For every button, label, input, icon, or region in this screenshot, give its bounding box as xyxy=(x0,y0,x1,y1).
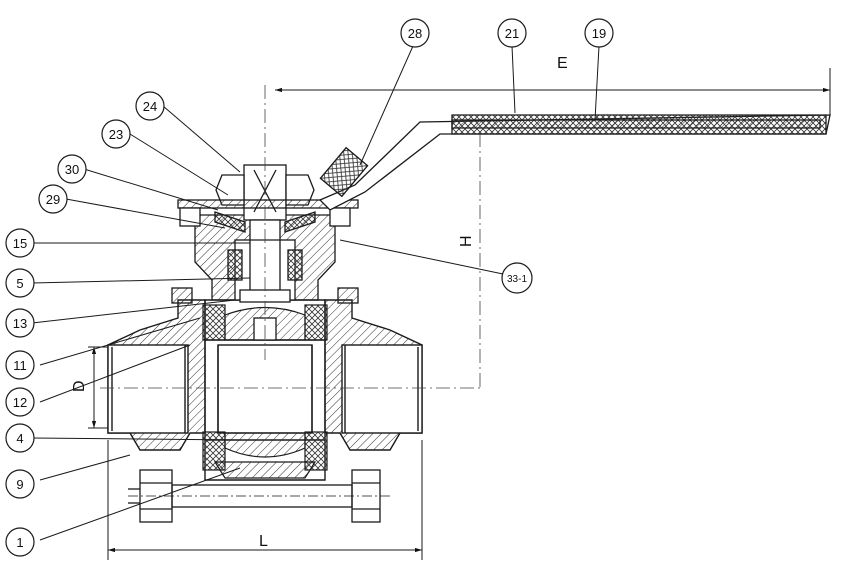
callout-28: 28 xyxy=(408,26,422,41)
dimension-lines xyxy=(88,68,831,560)
dimension-labels: E H D L xyxy=(71,55,568,550)
callout-15-circle xyxy=(5,228,35,258)
callout-9: 9 xyxy=(16,477,23,492)
callout-13: 13 xyxy=(13,316,27,331)
handle-lever xyxy=(318,114,831,211)
callout-balloons xyxy=(5,18,614,557)
callout-33-1-circle xyxy=(501,262,533,294)
dim-h-label: H xyxy=(458,235,475,247)
callout-29-circle xyxy=(38,184,68,214)
callout-23-circle xyxy=(101,119,131,149)
callout-24-circle xyxy=(135,91,165,121)
callout-30-circle xyxy=(57,154,87,184)
callout-5-circle xyxy=(5,268,35,298)
callout-19-circle xyxy=(584,18,614,48)
callout-1: 1 xyxy=(16,535,23,550)
bolt-assembly xyxy=(128,469,392,523)
callout-28-circle xyxy=(400,18,430,48)
callout-19: 19 xyxy=(592,26,606,41)
callout-29: 29 xyxy=(46,192,60,207)
callout-21-circle xyxy=(497,18,527,48)
dim-e-label: E xyxy=(557,55,568,72)
callout-11: 11 xyxy=(13,358,27,373)
callout-15: 15 xyxy=(13,236,27,251)
callout-labels: 24 23 30 29 15 5 13 11 12 4 9 1 28 21 19… xyxy=(13,26,606,550)
callout-9-circle xyxy=(5,469,35,499)
body-bottom xyxy=(213,461,317,479)
dim-d-label: D xyxy=(71,380,88,392)
leader-lines xyxy=(31,45,600,541)
callout-4: 4 xyxy=(16,431,23,446)
callout-21: 21 xyxy=(505,26,519,41)
centerlines xyxy=(100,85,481,389)
callout-1-circle xyxy=(5,527,35,557)
callout-13-circle xyxy=(5,308,35,338)
callout-24: 24 xyxy=(143,99,157,114)
callout-5: 5 xyxy=(16,276,23,291)
callout-12-circle xyxy=(5,387,35,417)
callout-12: 12 xyxy=(13,395,27,410)
ball-seats xyxy=(202,304,328,471)
valve-body xyxy=(107,299,423,481)
callout-30: 30 xyxy=(65,162,79,177)
dim-l-label: L xyxy=(259,533,268,550)
stem-nut xyxy=(177,174,359,233)
callout-4-circle xyxy=(5,423,35,453)
callout-33-1: 33-1 xyxy=(507,274,527,285)
callout-11-circle xyxy=(5,350,35,380)
callout-23: 23 xyxy=(109,127,123,142)
